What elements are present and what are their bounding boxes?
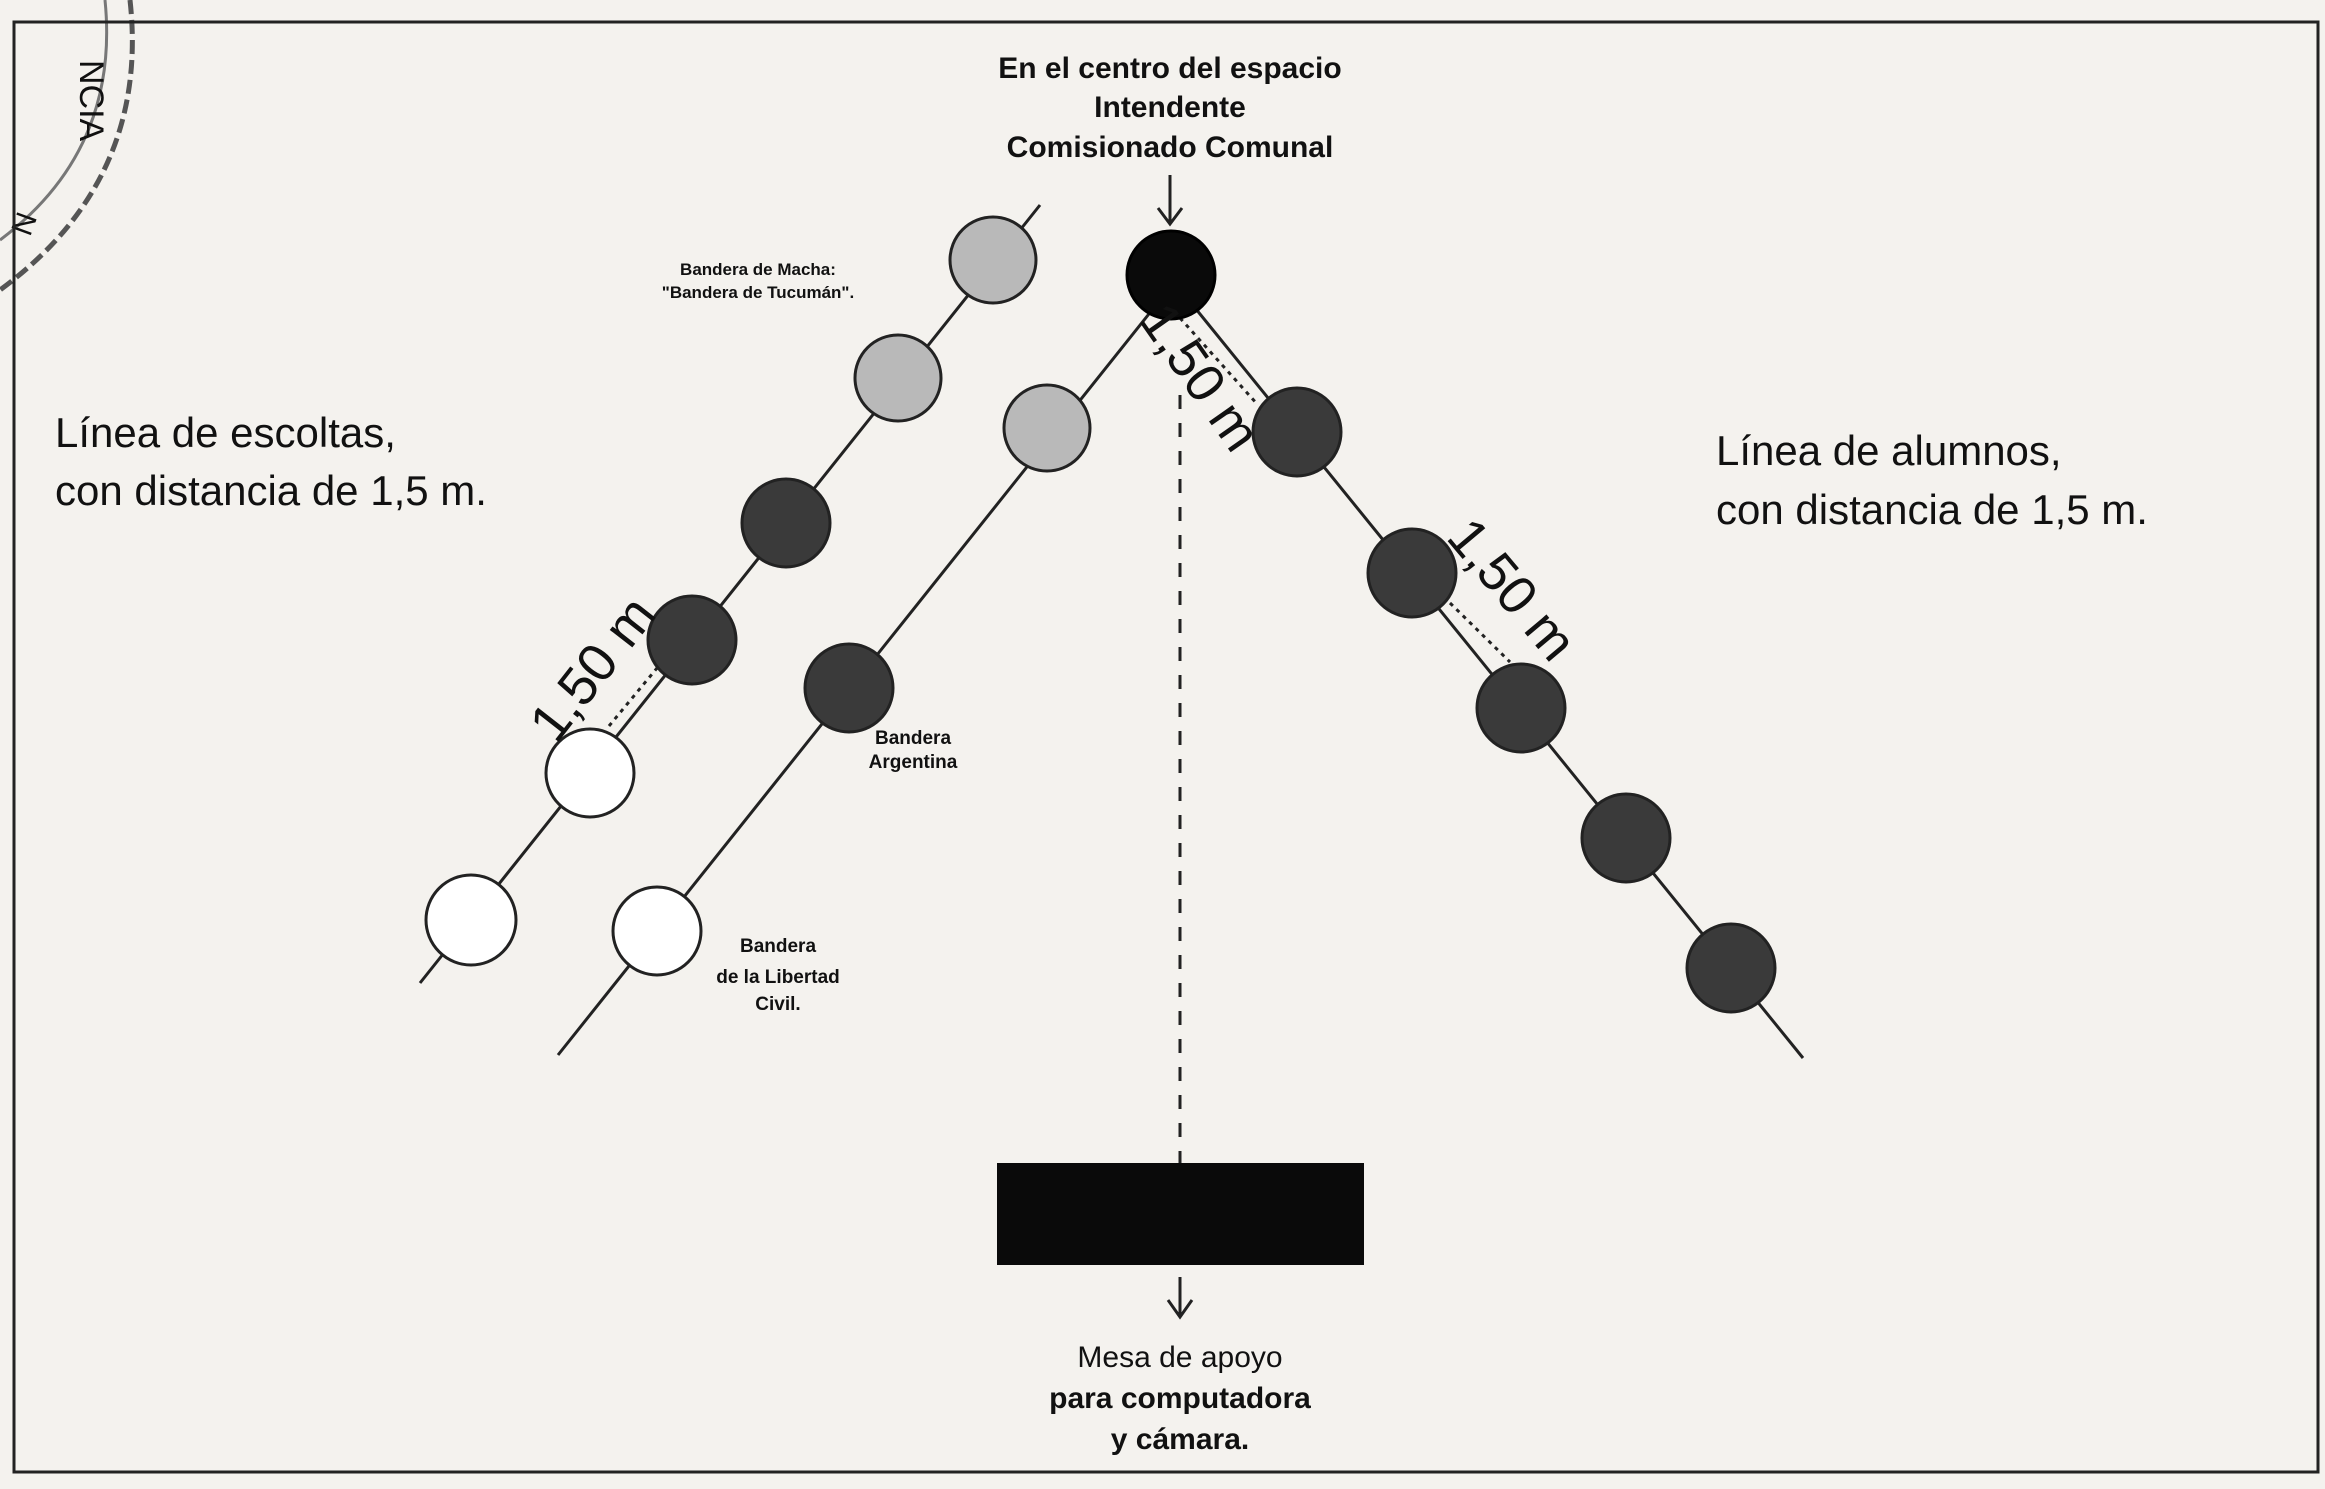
alumno-circle-2 xyxy=(1366,527,1458,619)
libertad-label-2: de la Libertad xyxy=(716,967,840,988)
escoltas-label-1: Línea de escoltas, xyxy=(55,409,396,456)
arrow-down-icon xyxy=(1156,175,1184,227)
mesa-label-2: para computadora xyxy=(1049,1382,1311,1415)
alumnos-label-2: con distancia de 1,5 m. xyxy=(1716,486,2148,533)
escolta-circle-macha-1 xyxy=(948,215,1038,305)
macha-label-2: "Bandera de Tucumán". xyxy=(662,283,854,302)
title-line-2: Intendente xyxy=(1094,91,1246,124)
arrow-down-icon xyxy=(1166,1277,1194,1320)
argentina-label-2: Argentina xyxy=(869,752,958,773)
distance-marker-center xyxy=(1178,316,1260,407)
escolta-circle-white-1 xyxy=(544,727,636,819)
alumno-circle-1 xyxy=(1251,386,1343,478)
escolta-circle-macha-3 xyxy=(1002,383,1092,473)
alumno-circle-3 xyxy=(1475,662,1567,754)
stamp-seal: NCIA N xyxy=(0,0,135,293)
mesa-label-1: Mesa de apoyo xyxy=(1077,1341,1282,1374)
distance-label-left: 1,50 m xyxy=(518,585,667,752)
escoltas-line-outer xyxy=(418,204,1042,984)
support-table xyxy=(997,1163,1364,1265)
escolta-circle-dark-1 xyxy=(740,477,832,569)
alumnos-label-1: Línea de alumnos, xyxy=(1716,427,2062,474)
alumno-circle-5 xyxy=(1685,922,1777,1014)
escolta-circle-white-2 xyxy=(424,873,518,967)
distance-label-right: 1,50 m xyxy=(1436,507,1588,672)
diagram-border xyxy=(12,20,2320,1474)
escolta-circle-argentina xyxy=(803,642,895,734)
stamp-text: NCIA xyxy=(72,60,110,142)
mesa-label-3: y cámara. xyxy=(1111,1423,1249,1456)
stamp-text-side: N xyxy=(4,208,42,240)
title-line-3: Comisionado Comunal xyxy=(1007,131,1334,164)
title-line-1: En el centro del espacio xyxy=(998,52,1341,85)
intendente-circle xyxy=(1125,229,1217,321)
argentina-label-1: Bandera xyxy=(875,728,951,749)
alumno-circle-4 xyxy=(1580,792,1672,884)
escolta-circle-macha-2 xyxy=(853,333,943,423)
libertad-label-1: Bandera xyxy=(740,936,816,957)
escoltas-label-2: con distancia de 1,5 m. xyxy=(55,467,487,514)
libertad-label-3: Civil. xyxy=(755,994,800,1015)
escolta-circle-dark-2 xyxy=(646,594,738,686)
macha-label-1: Bandera de Macha: xyxy=(680,260,836,279)
escolta-circle-libertad xyxy=(611,885,703,977)
